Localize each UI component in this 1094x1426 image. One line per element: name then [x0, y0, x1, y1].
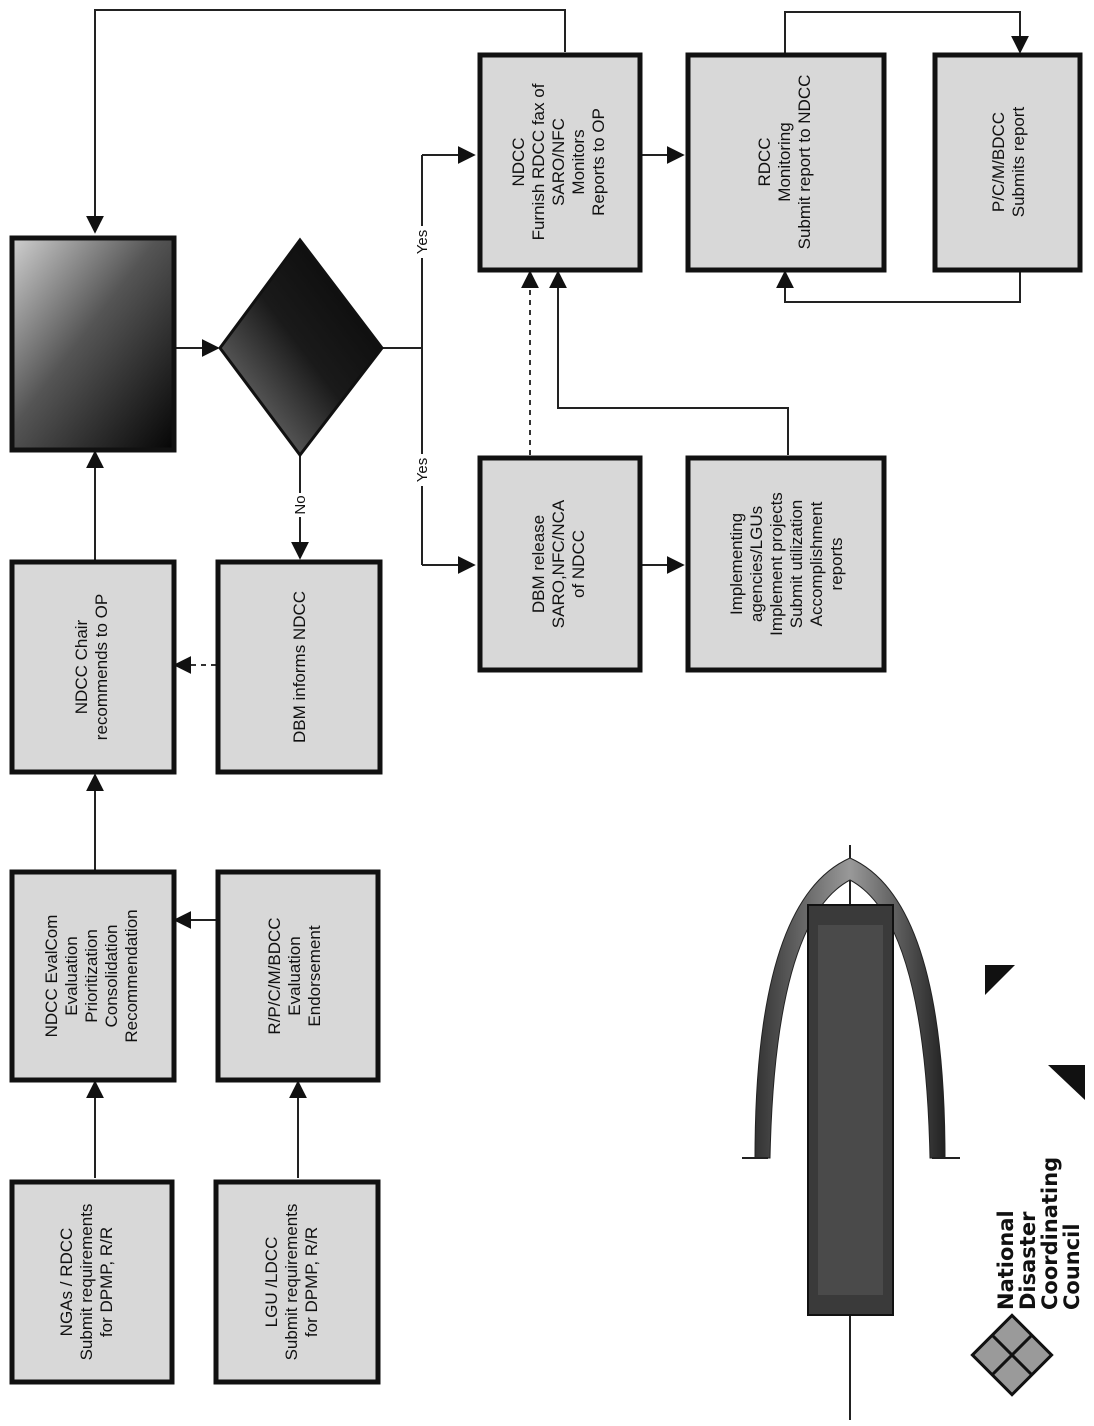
- box-rpcmbdcc: R/P/C/M/BDCC Evaluation Endorsement: [215, 869, 381, 1083]
- box-implementing: Implementing agencies/LGUs Implement pro…: [685, 455, 887, 673]
- lgu-line-2: Submit requirements: [282, 1204, 301, 1361]
- decision-diamond: [218, 237, 384, 458]
- implementing-line-5: Accomplishment: [807, 501, 826, 626]
- ndcc-furnish-line-3: SARO/NFC: [549, 118, 568, 206]
- implementing-line-2: agencies/LGUs: [747, 506, 766, 622]
- implementing-line-1: Implementing: [727, 513, 746, 615]
- logo-text-disaster: Disaster: [1016, 1211, 1040, 1310]
- label-no: No: [290, 493, 310, 517]
- logo-text-council: Council: [1060, 1223, 1084, 1310]
- rpcm-line-3: Endorsement: [305, 925, 324, 1026]
- dbm-release-line-3: of NDCC: [569, 530, 588, 598]
- box-ngas-rdcc: NGAs / RDCC Submit requirements for DPMP…: [9, 1179, 175, 1385]
- ndcc-furnish-line-5: Reports to OP: [589, 108, 608, 216]
- arrow-implementing-to-ndcc: [549, 270, 789, 455]
- loop-arrow: [86, 9, 566, 234]
- evalcom-line-4: Consolidation: [102, 924, 121, 1027]
- dbm-release-line-2: SARO,NFC/NCA: [549, 499, 568, 628]
- svg-text:Yes: Yes: [414, 230, 431, 254]
- chair-line-2: recommends to OP: [92, 594, 111, 740]
- implementing-line-6: reports: [827, 538, 846, 591]
- ngas-line-2: Submit requirements: [77, 1204, 96, 1361]
- box-dbm-release: DBM release SARO,NFC/NCA of NDCC: [477, 455, 643, 673]
- logo-text-coordinating: Coordinating: [1038, 1157, 1062, 1310]
- chair-line-1: NDCC Chair: [72, 619, 91, 714]
- rdcc-line-1: RDCC: [755, 137, 774, 186]
- ndcc-logo: National Disaster Coordinating Council: [970, 965, 1085, 1397]
- pcm-line-1: P/C/M/BDCC: [989, 112, 1008, 212]
- box-ndcc-chair: NDCC Chair recommends to OP: [9, 559, 177, 775]
- label-yes-left: Yes: [412, 454, 432, 486]
- implementing-line-3: Implement projects: [767, 492, 786, 636]
- rpcm-line-1: R/P/C/M/BDCC: [265, 917, 284, 1034]
- label-yes-right: Yes: [412, 226, 432, 258]
- logo-corner-left-icon: [985, 965, 1015, 995]
- box-dbm-informs: DBM informs NDCC: [215, 559, 383, 775]
- dbm-release-line-1: DBM release: [529, 515, 548, 613]
- connectors: [86, 9, 1029, 1178]
- rdcc-line-2: Monitoring: [775, 122, 794, 201]
- svg-text:Yes: Yes: [414, 458, 431, 482]
- arrow-rdcc-to-pcm: [784, 11, 1029, 55]
- lgu-line-1: LGU /LDCC: [262, 1237, 281, 1328]
- decorative-emblem: [742, 845, 960, 1420]
- arrow-pcm-to-rdcc: [776, 270, 1021, 303]
- evalcom-line-2: Evaluation: [62, 936, 81, 1015]
- ndcc-furnish-line-1: NDCC: [509, 137, 528, 186]
- lgu-line-3: for DPMP, R/R: [302, 1227, 321, 1337]
- rdcc-line-3: Submit report to NDCC: [795, 75, 814, 250]
- implementing-line-4: Submit utilization: [787, 500, 806, 629]
- svg-text:No: No: [292, 495, 309, 514]
- box-rdcc-monitoring: RDCC Monitoring Submit report to NDCC: [685, 52, 887, 273]
- dark-process-box: [9, 235, 177, 453]
- box-pcmbdcc-report: P/C/M/BDCC Submits report: [932, 52, 1083, 273]
- box-ndcc-evalcom: NDCC EvalCom Evaluation Prioritization C…: [9, 869, 177, 1083]
- rpcm-line-2: Evaluation: [285, 936, 304, 1015]
- box-lgu-ldcc: LGU /LDCC Submit requirements for DPMP, …: [213, 1179, 381, 1385]
- evalcom-line-1: NDCC EvalCom: [42, 915, 61, 1038]
- dbm-informs-line-1: DBM informs NDCC: [290, 591, 309, 743]
- logo-text-national: National: [994, 1210, 1018, 1310]
- evalcom-line-5: Recommendation: [122, 909, 141, 1042]
- ndcc-furnish-line-4: Monitors: [569, 129, 588, 194]
- box-ndcc-furnish: NDCC Furnish RDCC fax of SARO/NFC Monito…: [477, 52, 643, 273]
- pcm-line-2: Submits report: [1009, 106, 1028, 217]
- logo-emblem-icon: [970, 1313, 1054, 1397]
- logo-corner-right-icon: [1048, 1065, 1085, 1100]
- ngas-line-3: for DPMP, R/R: [97, 1227, 116, 1337]
- ndcc-furnish-line-2: Furnish RDCC fax of: [529, 83, 548, 240]
- ngas-line-1: NGAs / RDCC: [57, 1228, 76, 1337]
- evalcom-line-3: Prioritization: [82, 929, 101, 1023]
